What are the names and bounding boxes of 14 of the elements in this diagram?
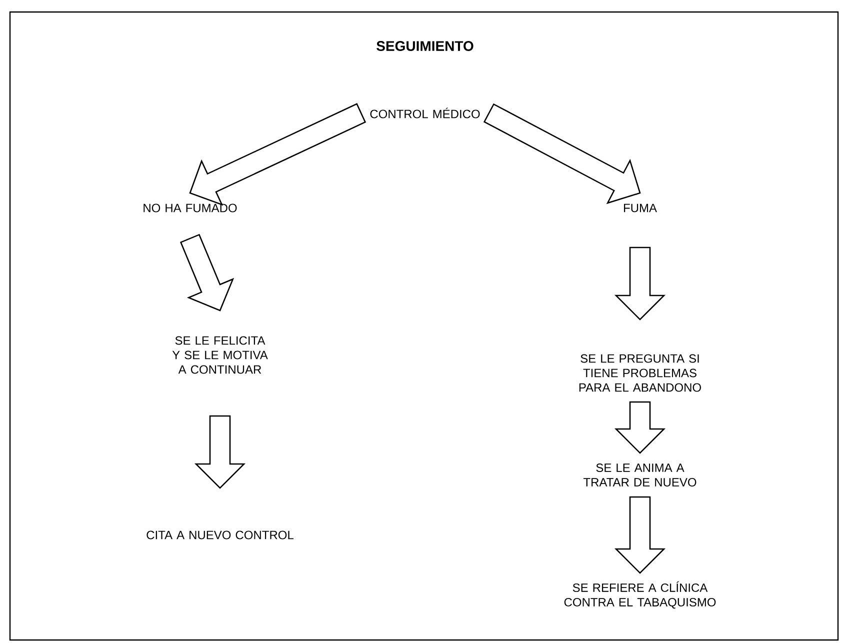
block-arrow — [614, 246, 666, 320]
step-label: CITA A NUEVO CONTROL — [146, 530, 294, 540]
block-arrow — [194, 415, 246, 489]
step-label: SE LE PREGUNTA SI TIENE PROBLEMAS PARA EL ABANDONO — [579, 354, 701, 392]
block-arrow — [614, 496, 666, 574]
title: SEGUIMIENTO — [376, 41, 474, 51]
step-label: FUMA — [624, 204, 657, 212]
step-label: SE REFIERE A CLÍNICA CONTRA EL TABAQUISMO — [564, 581, 716, 609]
block-arrow — [614, 401, 666, 454]
step-label: NO HA FUMADO — [144, 204, 237, 212]
step-label: CONTROL MÉDICO — [370, 108, 480, 118]
step-label: SE LE ANIMA A TRATAR DE NUEVO — [584, 464, 696, 486]
step-label: SE LE FELICITA Y SE LE MOTIVA A CONTINUAR — [172, 336, 268, 374]
block-arrow — [189, 103, 366, 206]
